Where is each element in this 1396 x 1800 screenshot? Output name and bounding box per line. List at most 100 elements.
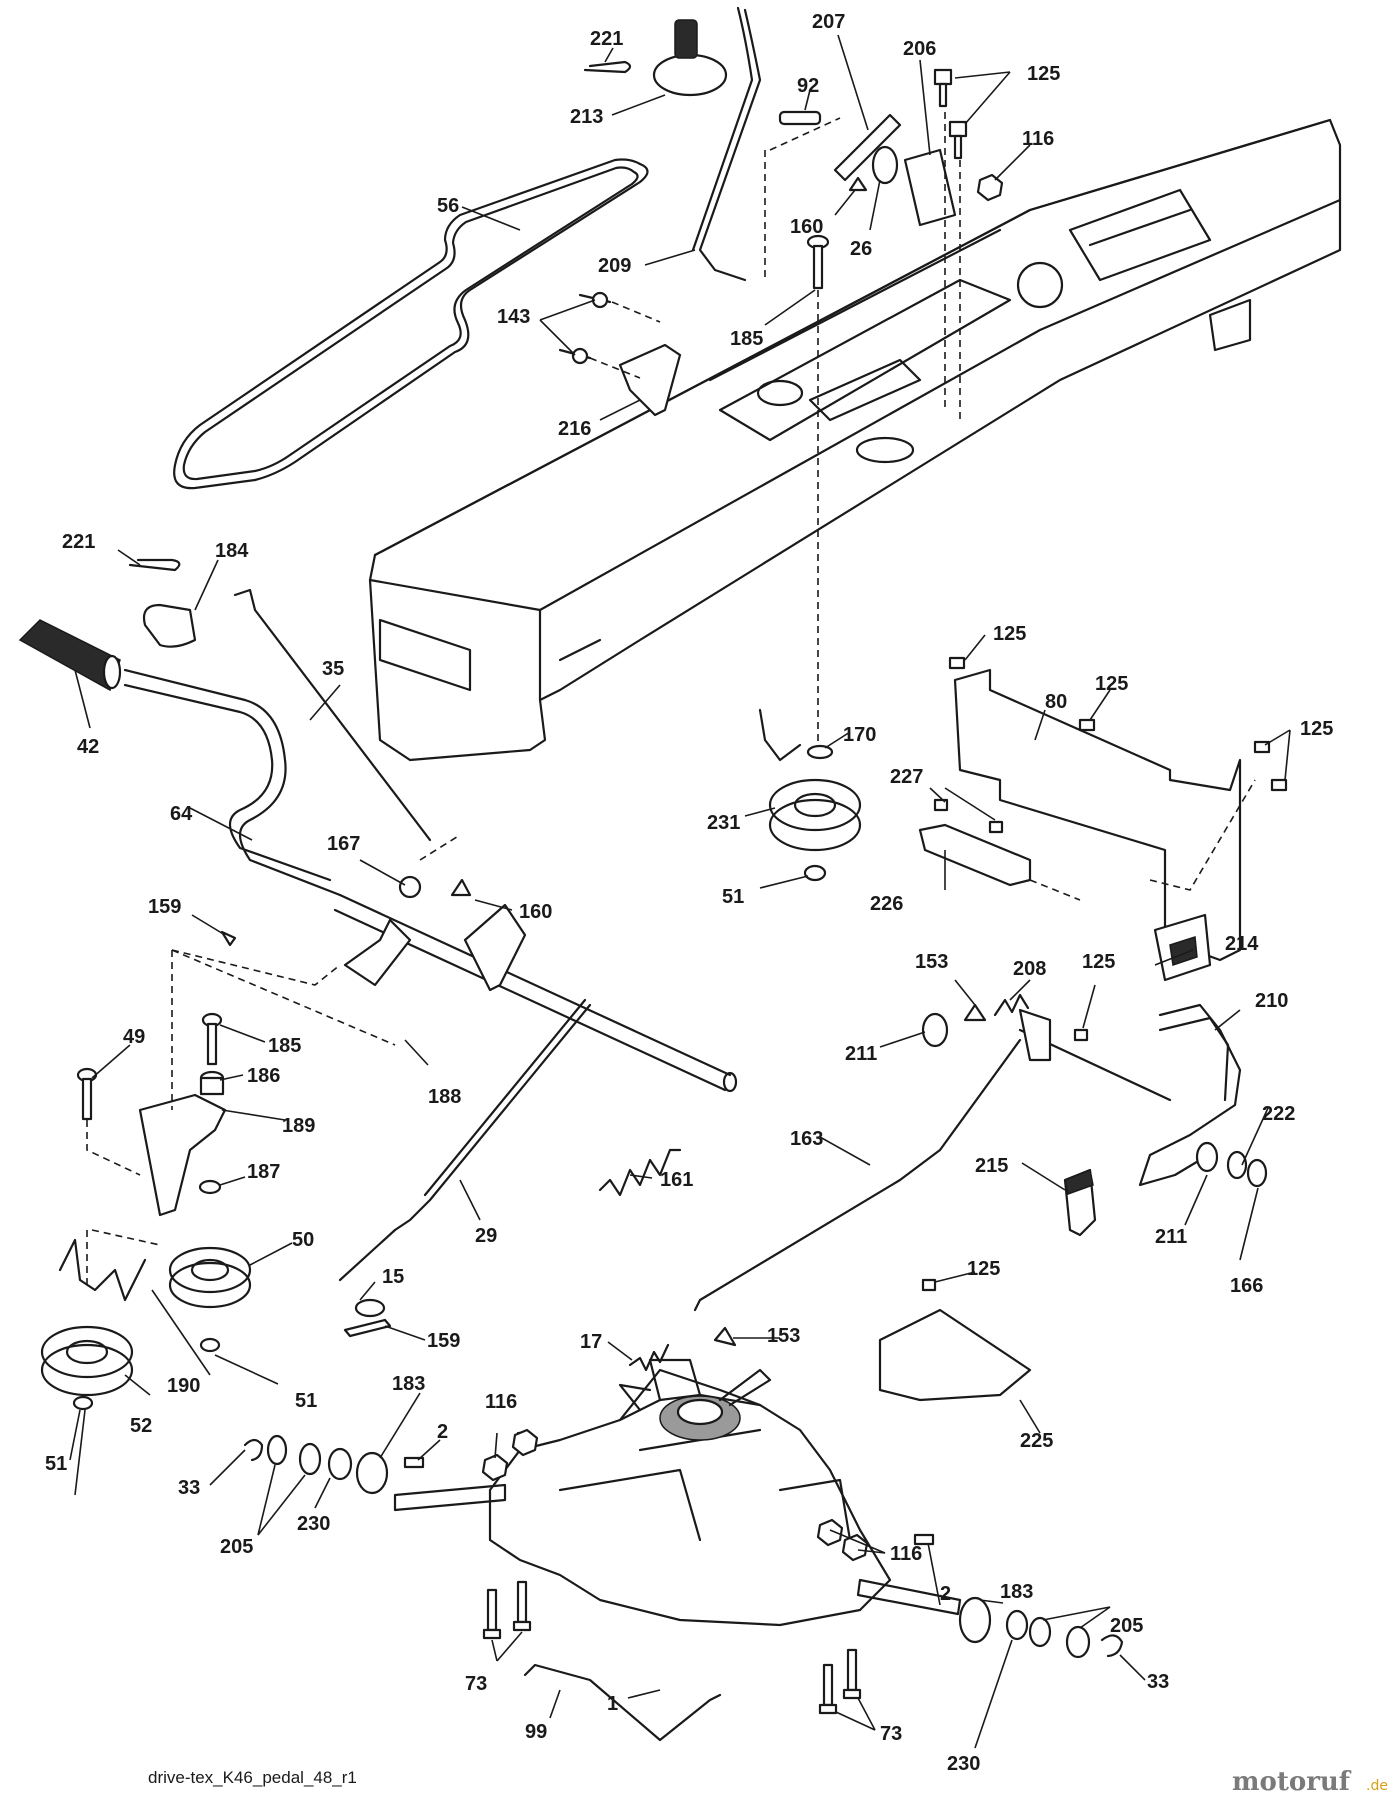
callout-183: 183 — [392, 1373, 425, 1395]
callout-116: 116 — [890, 1543, 922, 1565]
hair-clip-mid — [128, 558, 181, 572]
callout-188: 188 — [428, 1086, 461, 1108]
watermark-suffix: .de — [1366, 1778, 1388, 1794]
clevis-pin — [778, 110, 822, 126]
callout-51: 51 — [45, 1453, 67, 1475]
callout-73: 73 — [880, 1723, 902, 1745]
hex-nut-top — [976, 173, 1004, 202]
callout-225: 225 — [1020, 1430, 1053, 1452]
washer-205-c — [1028, 1616, 1052, 1648]
callout-183: 183 — [1000, 1581, 1033, 1603]
key-2-left — [403, 1456, 425, 1469]
callout-116: 116 — [485, 1391, 517, 1413]
return-spring — [993, 993, 1030, 1017]
washer-205-a — [266, 1434, 288, 1466]
callout-2: 2 — [940, 1583, 951, 1605]
callout-221: 221 — [62, 531, 95, 553]
e-clip-right — [1100, 1634, 1124, 1658]
small-spring — [628, 1343, 670, 1372]
nut-51-c — [803, 864, 827, 882]
callout-205: 205 — [220, 1536, 253, 1558]
callout-167: 167 — [327, 833, 360, 855]
callout-190: 190 — [167, 1375, 200, 1397]
callout-35: 35 — [322, 658, 344, 680]
callout-185: 185 — [268, 1035, 301, 1057]
left-axle — [393, 1483, 507, 1512]
callout-163: 163 — [790, 1128, 823, 1150]
callout-185: 185 — [730, 328, 763, 350]
washer-187 — [198, 1179, 222, 1195]
nut-51-a — [199, 1337, 221, 1353]
drive-belt — [173, 158, 649, 490]
bushing-183-right — [958, 1596, 992, 1644]
leader-lines — [69, 34, 1291, 1749]
hair-clip-b — [450, 878, 472, 897]
screw-pair-227 — [933, 798, 1004, 834]
callout-153: 153 — [915, 951, 948, 973]
callout-159: 159 — [427, 1330, 460, 1352]
callout-125: 125 — [1082, 951, 1115, 973]
callout-51: 51 — [722, 886, 744, 908]
callout-209: 209 — [598, 255, 631, 277]
callout-159: 159 — [148, 896, 181, 918]
callout-230: 230 — [297, 1513, 330, 1535]
callout-231: 231 — [707, 812, 740, 834]
idler-pulley-a — [168, 1246, 252, 1309]
callout-205: 205 — [1110, 1615, 1143, 1637]
callout-42: 42 — [77, 736, 99, 758]
pulley-spring — [758, 708, 802, 762]
carriage-bolt-a — [806, 234, 830, 290]
callout-215: 215 — [975, 1155, 1008, 1177]
callout-26: 26 — [850, 238, 872, 260]
callout-29: 29 — [475, 1225, 497, 1247]
pivot-bracket — [903, 148, 957, 227]
tension-spring — [598, 1148, 682, 1197]
nut-51-b — [72, 1395, 94, 1411]
callout-211: 211 — [845, 1043, 877, 1065]
cotter-pin-a — [220, 930, 237, 947]
spacer-bushing — [199, 1070, 225, 1096]
hair-clip-top — [583, 60, 632, 74]
callout-64: 64 — [170, 803, 193, 825]
bolt-set-bracket — [948, 656, 1288, 792]
callout-51: 51 — [295, 1390, 317, 1412]
washer-205-b — [298, 1442, 322, 1476]
washer-170 — [806, 744, 834, 760]
hair-clip-d — [963, 1003, 987, 1022]
callout-210: 210 — [1255, 990, 1288, 1012]
callout-221: 221 — [590, 28, 623, 50]
callout-52: 52 — [130, 1415, 152, 1437]
callout-49: 49 — [123, 1026, 145, 1048]
washer-205-d — [1065, 1625, 1091, 1659]
control-rod — [233, 588, 432, 842]
bolts-73 — [482, 1580, 862, 1715]
bypass-rod — [523, 1663, 722, 1742]
callout-170: 170 — [843, 724, 876, 746]
callout-166: 166 — [1230, 1275, 1263, 1297]
callout-186: 186 — [247, 1065, 280, 1087]
callout-216: 216 — [558, 418, 591, 440]
bracket-plate — [918, 823, 1032, 887]
watermark-brand: motoruf — [1232, 1767, 1352, 1797]
callout-153: 153 — [767, 1325, 800, 1347]
lift-lever-rod — [698, 8, 762, 282]
hair-clip-a — [848, 176, 868, 192]
hair-clip-c — [713, 1326, 737, 1347]
callout-211: 211 — [1155, 1226, 1187, 1248]
brake-rod — [693, 1038, 1022, 1312]
callout-187: 187 — [247, 1161, 280, 1183]
callout-15: 15 — [382, 1266, 404, 1288]
handle-grip — [18, 619, 122, 692]
callout-73: 73 — [465, 1673, 487, 1695]
bushing-211-a — [921, 1012, 949, 1048]
callout-222: 222 — [1262, 1103, 1295, 1125]
callout-99: 99 — [525, 1721, 547, 1743]
belt-guide-spring — [58, 1238, 147, 1302]
callout-116: 116 — [1022, 128, 1054, 150]
callout-143: 143 — [497, 306, 530, 328]
callout-50: 50 — [292, 1229, 314, 1251]
right-axle — [856, 1578, 962, 1616]
key-2-right — [913, 1533, 935, 1546]
front-bracket — [953, 668, 1242, 962]
